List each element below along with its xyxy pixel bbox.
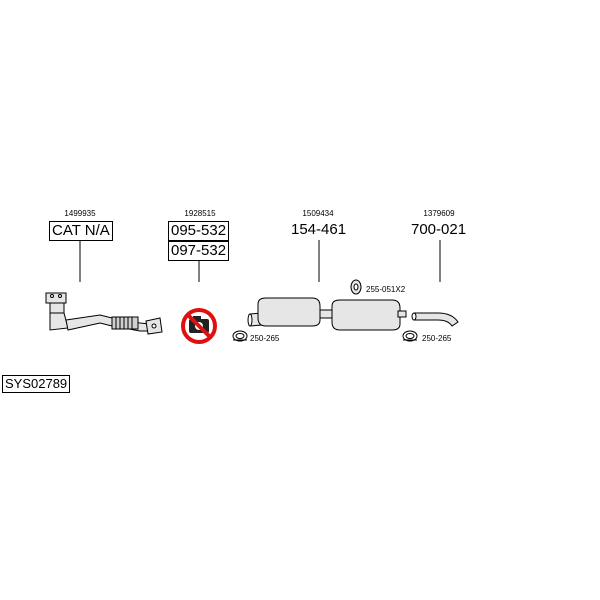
part-label-095-532[interactable]: 095-532	[168, 221, 230, 241]
tailpipe-icon[interactable]	[411, 312, 459, 327]
part-label-700-021[interactable]: 700-021	[411, 221, 467, 238]
part-label-cat[interactable]: CAT N/A	[49, 221, 113, 241]
part-label-097-532[interactable]: 097-532	[168, 241, 230, 261]
no-part-icon	[181, 308, 217, 344]
clamp-icon	[232, 330, 248, 342]
muffler-icon[interactable]	[247, 297, 407, 331]
oem-number-1: 1499935	[64, 209, 96, 218]
oem-number-4: 1379609	[423, 209, 455, 218]
clamp-icon	[402, 330, 418, 342]
system-code: SYS02789	[2, 375, 71, 393]
clamp-left-label: 250-265	[250, 334, 280, 343]
oem-number-2: 1928515	[184, 209, 216, 218]
gasket-icon	[350, 279, 362, 295]
oem-number-3: 1509434	[302, 209, 334, 218]
clamp-right-label: 250-265	[422, 334, 452, 343]
gasket-label: 255-051X2	[366, 285, 406, 294]
part-label-154-461[interactable]: 154-461	[291, 221, 347, 238]
catalytic-converter-icon[interactable]	[45, 292, 163, 335]
